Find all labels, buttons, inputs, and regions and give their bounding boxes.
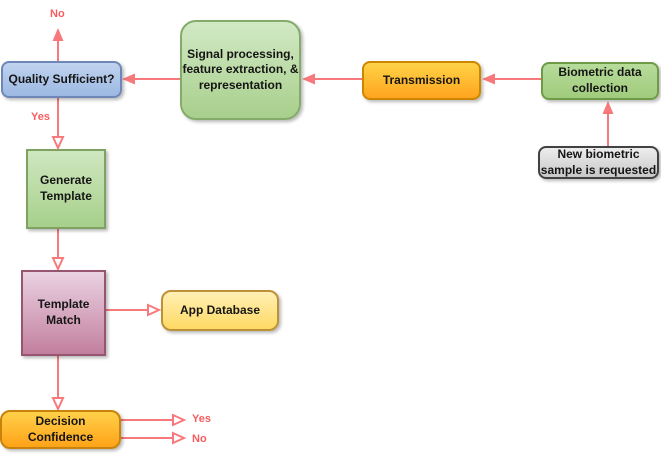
node-transmission: Transmission (362, 61, 481, 100)
node-template-match: Template Match (21, 270, 106, 356)
node-new-biometric-sample: New biometric sample is requested (538, 146, 659, 179)
arrow-decision-to-no (121, 431, 187, 445)
arrow-biometric-to-transmission (482, 73, 541, 85)
arrow-template-to-appdb (106, 303, 162, 317)
arrow-quality-to-no (52, 28, 64, 61)
node-app-database: App Database (161, 290, 279, 331)
node-signal-processing: Signal processing, feature extraction, &… (180, 20, 301, 120)
node-generate-template: Generate Template (26, 149, 106, 229)
arrow-quality-to-generate (51, 98, 65, 151)
arrow-signal-to-quality (122, 73, 180, 85)
node-decision-confidence: Decision Confidence (0, 410, 121, 449)
arrow-decision-to-yes (121, 413, 187, 427)
arrow-template-to-decision (51, 356, 65, 412)
node-biometric-data-collection: Biometric data collection (541, 62, 659, 100)
edge-label-decision-yes: Yes (192, 413, 211, 425)
edge-label-decision-no: No (192, 433, 207, 445)
arrow-generate-to-template (51, 229, 65, 272)
arrow-newsample-to-biometric (602, 101, 614, 146)
edge-label-quality-yes: Yes (31, 111, 50, 123)
edge-label-quality-no: No (50, 8, 65, 20)
arrow-transmission-to-signal (302, 73, 362, 85)
node-quality-sufficient: Quality Sufficient? (1, 61, 122, 98)
